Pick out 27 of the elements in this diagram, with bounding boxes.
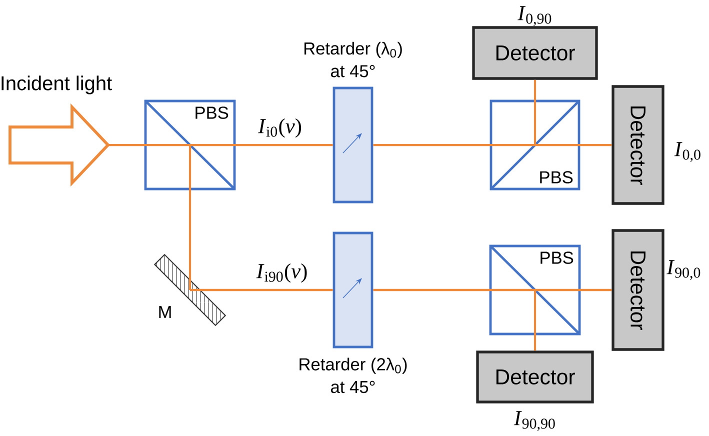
- light-beam: [535, 144, 612, 146]
- retarder-label: Retarder (2λ$_{0}$) at 45°: [300, 358, 407, 394]
- pbs-label: PBS: [196, 106, 228, 119]
- detector-box: Detector: [612, 229, 664, 351]
- beam-label: I$_{i90}$(ν): [255, 262, 310, 284]
- light-beam: [190, 144, 333, 146]
- retarder-label: Retarder (λ$_{0}$) at 45°: [304, 42, 402, 78]
- light-beam: [373, 144, 535, 146]
- detector-box: Detector: [472, 26, 598, 80]
- light-beam: [190, 288, 333, 292]
- mirror-label: M: [159, 306, 171, 318]
- light-beam: [188, 145, 192, 290]
- light-beam: [534, 290, 536, 351]
- detector-box: Detector: [476, 350, 594, 404]
- light-beam: [534, 80, 536, 145]
- pbs-label: PBS: [540, 171, 573, 184]
- light-beam: [535, 288, 612, 292]
- intensity-label: I$_{0,90}$: [518, 6, 552, 26]
- pbs-label: PBS: [540, 252, 574, 264]
- heading: Incident light: [2, 76, 112, 94]
- detector-box: Detector: [612, 85, 664, 205]
- intensity-label: I$_{90,0}$: [666, 260, 700, 280]
- light-beam: [373, 288, 535, 292]
- intensity-label: I$_{0,0}$: [674, 142, 700, 162]
- intensity-label: I$_{90,90}$: [514, 411, 555, 431]
- light-beam: [108, 144, 190, 146]
- beam-label: I$_{i0}$(ν): [256, 117, 304, 139]
